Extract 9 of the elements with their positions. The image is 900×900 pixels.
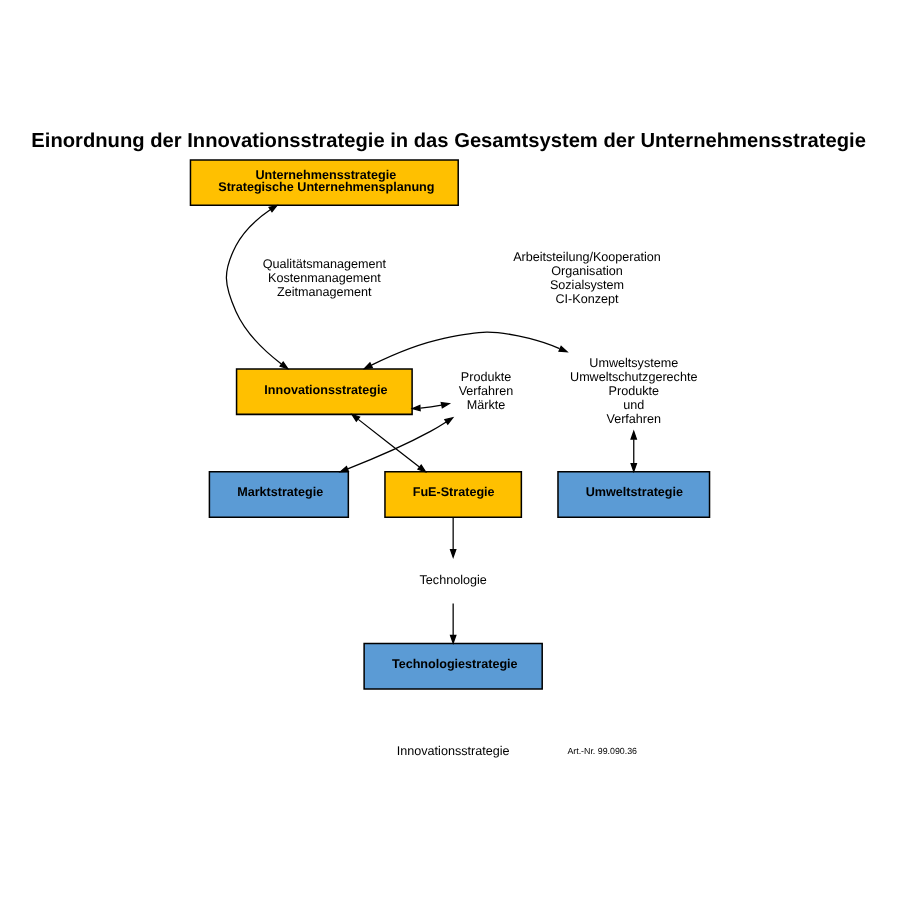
arrow — [449, 516, 457, 559]
arrow — [362, 330, 569, 369]
diagram-title: Einordnung der Innovationsstrategie in das Gesamtsystem der Unternehmensstrategie — [31, 130, 866, 153]
arrow — [630, 428, 638, 473]
arrow — [410, 400, 452, 411]
arrow — [449, 602, 457, 644]
arrow — [225, 203, 290, 369]
arrow — [350, 412, 428, 472]
arrow — [338, 415, 455, 472]
